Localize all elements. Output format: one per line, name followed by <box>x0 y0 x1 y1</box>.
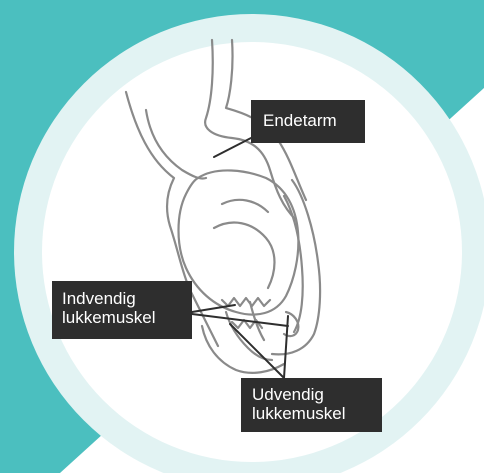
label-rectum-text: Endetarm <box>263 111 365 130</box>
label-external-sphincter: Udvendig lukkemuskel <box>241 378 382 432</box>
label-external-line1: Udvendig <box>252 385 382 404</box>
label-external-line2: lukkemuskel <box>252 404 382 423</box>
label-internal-sphincter: Indvendig lukkemuskel <box>52 281 192 339</box>
label-internal-line2: lukkemuskel <box>62 308 192 327</box>
label-rectum: Endetarm <box>251 100 365 143</box>
label-internal-line1: Indvendig <box>62 289 192 308</box>
